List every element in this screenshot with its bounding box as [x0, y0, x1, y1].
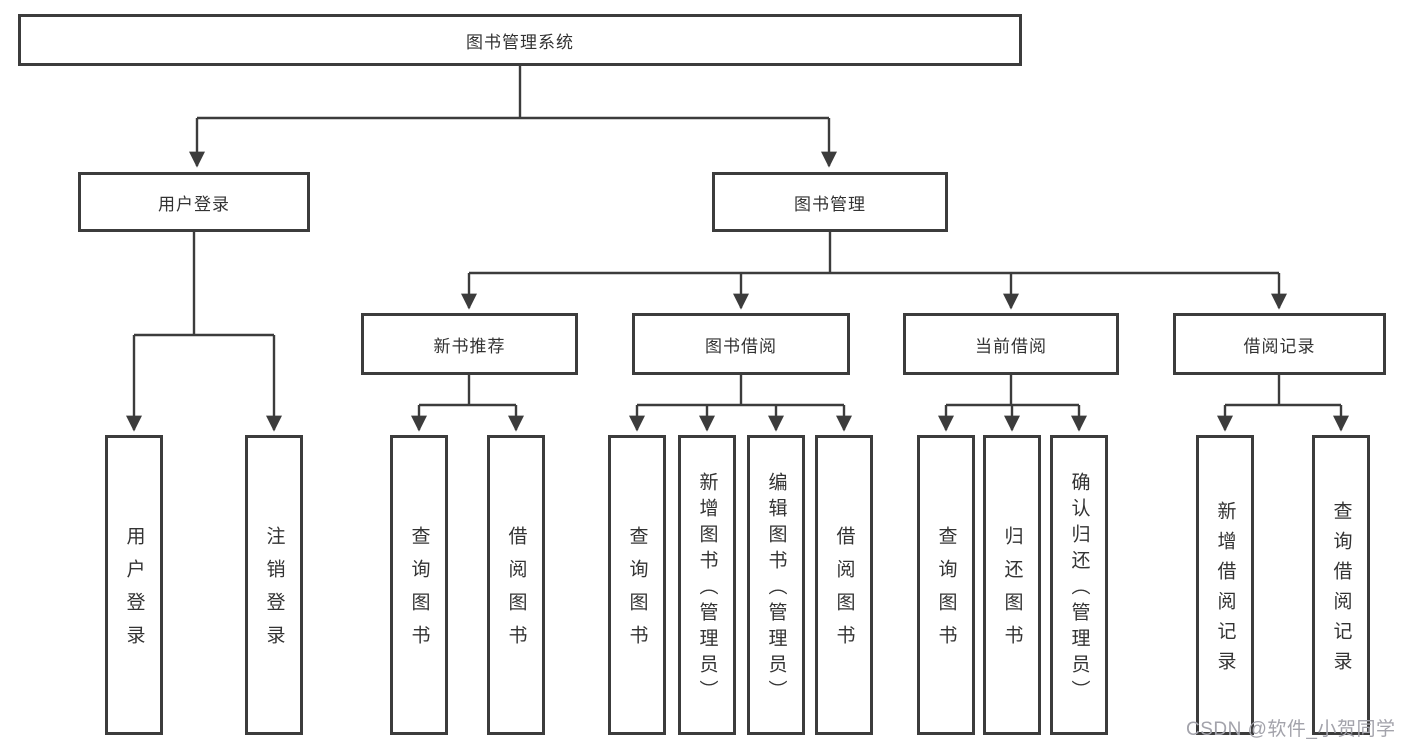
leaf-label: 查询借阅记录 — [1330, 500, 1352, 681]
wire-root-trunk — [197, 66, 829, 120]
leaf-add-books-admin: 新增图书（管理员） — [678, 435, 736, 735]
node-label: 图书管理 — [794, 194, 866, 214]
leaf-logout: 注销登录 — [245, 435, 303, 735]
node-label: 用户登录 — [158, 194, 230, 214]
leaf-borrow-books: 借阅图书 — [815, 435, 873, 735]
leaf-label: 查询图书 — [626, 526, 648, 658]
leaf-query-books-current: 查询图书 — [917, 435, 975, 735]
leaf-return-books: 归还图书 — [983, 435, 1041, 735]
node-current-borrowing: 当前借阅 — [903, 313, 1119, 375]
node-label: 当前借阅 — [975, 336, 1047, 356]
wire-user-login-trunk — [134, 232, 274, 337]
wire-cur-trunk — [946, 375, 1079, 407]
node-label: 新书推荐 — [433, 336, 506, 356]
leaf-query-books-rec: 查询图书 — [390, 435, 448, 735]
leaf-label: 编辑图书（管理员） — [765, 471, 787, 706]
leaf-label: 归还图书 — [1001, 526, 1023, 658]
node-label: 图书管理系统 — [466, 32, 574, 52]
wire-rec-trunk — [419, 375, 516, 407]
node-user-login: 用户登录 — [78, 172, 310, 232]
leaf-add-borrow-record: 新增借阅记录 — [1196, 435, 1254, 735]
leaf-label: 确认归还（管理员） — [1068, 471, 1090, 706]
leaf-label: 用户登录 — [123, 526, 145, 658]
leaf-borrow-books-rec: 借阅图书 — [487, 435, 545, 735]
leaf-confirm-return-admin: 确认归还（管理员） — [1050, 435, 1108, 735]
node-book-borrowing: 图书借阅 — [632, 313, 850, 375]
leaf-label: 新增借阅记录 — [1214, 500, 1236, 681]
leaf-query-borrow-record: 查询借阅记录 — [1312, 435, 1370, 735]
leaf-query-books-borrow: 查询图书 — [608, 435, 666, 735]
leaf-label: 借阅图书 — [505, 526, 527, 658]
leaf-label: 注销登录 — [263, 526, 285, 658]
wire-bor-trunk — [637, 375, 844, 407]
wire-book-mgmt-trunk — [469, 232, 1279, 275]
leaf-label: 借阅图书 — [833, 526, 855, 658]
node-book-management: 图书管理 — [712, 172, 948, 232]
node-label: 图书借阅 — [705, 336, 777, 356]
leaf-label: 查询图书 — [935, 526, 957, 658]
node-new-book-recommendation: 新书推荐 — [361, 313, 578, 375]
leaf-label: 新增图书（管理员） — [696, 471, 718, 706]
node-borrowing-records: 借阅记录 — [1173, 313, 1386, 375]
leaf-user-login: 用户登录 — [105, 435, 163, 735]
leaf-label: 查询图书 — [408, 526, 430, 658]
csdn-watermark: CSDN @软件_小贺同学 — [1186, 719, 1396, 740]
node-label: 借阅记录 — [1243, 336, 1316, 356]
leaf-edit-books-admin: 编辑图书（管理员） — [747, 435, 805, 735]
wire-his-trunk — [1225, 375, 1341, 407]
node-library-management-system: 图书管理系统 — [18, 14, 1022, 66]
